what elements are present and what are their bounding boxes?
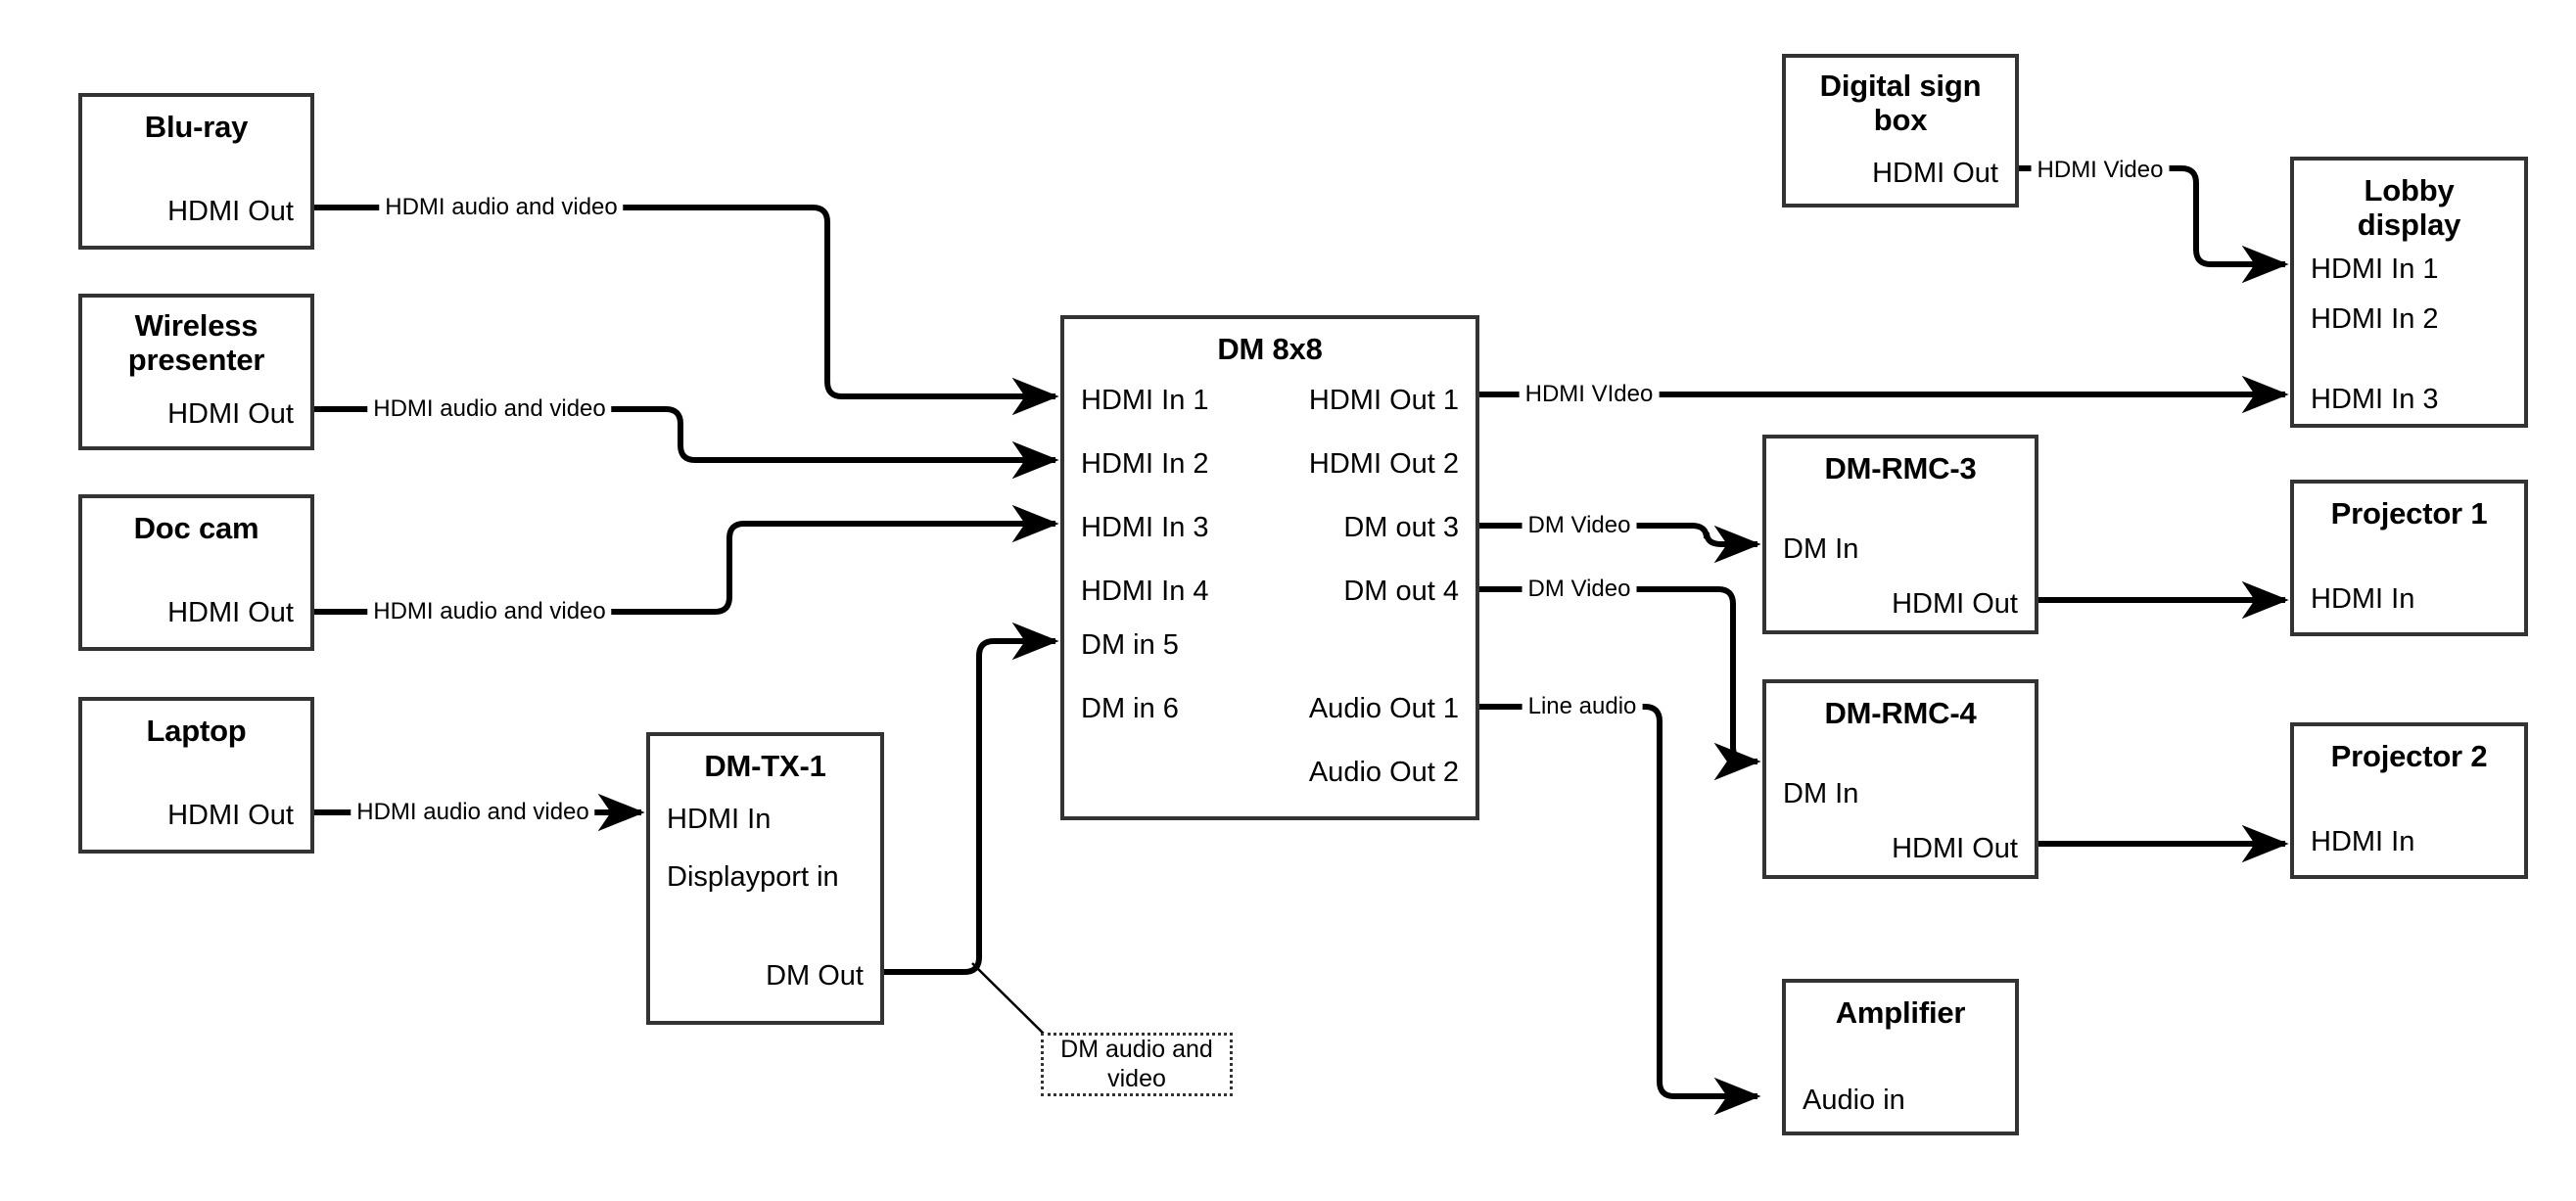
wire-label-doccam-to-dm8x8: HDMI audio and video: [367, 598, 612, 625]
node-laptop[interactable]: Laptop HDMI Out: [78, 697, 314, 854]
wire-label-signbox-to-lobby: HDMI Video: [2031, 157, 2170, 184]
node-dm-rmc-3[interactable]: DM-RMC-3 DM In HDMI Out: [1762, 435, 2038, 634]
node-dm-8x8-output-1: HDMI Out 1: [1308, 385, 1459, 416]
node-wireless-presenter-title: Wireless presenter: [127, 308, 265, 377]
node-dm-tx-1[interactable]: DM-TX-1 HDMI In Displayport in DM Out: [646, 732, 884, 1025]
wire-dm8x8-audio1-to-amp: [1479, 704, 1761, 1116]
node-dm-rmc-3-port-hdmi-out: HDMI Out: [1892, 588, 2018, 620]
node-dm-rmc-4-title: DM-RMC-4: [1824, 696, 1977, 730]
node-wireless-presenter-port-hdmi-out: HDMI Out: [167, 398, 294, 430]
node-dm-8x8-output-5: Audio Out 1: [1308, 693, 1459, 724]
node-dm-8x8-input-1: HDMI In 1: [1081, 385, 1209, 416]
wire-label-wireless-to-dm8x8: HDMI audio and video: [367, 395, 612, 423]
node-dm-8x8-output-4: DM out 4: [1343, 576, 1459, 607]
node-lobby-display-port-in3: HDMI In 3: [2311, 384, 2439, 415]
node-doc-cam-port-hdmi-out: HDMI Out: [167, 597, 294, 628]
wire-label-bluray-to-dm8x8: HDMI audio and video: [379, 194, 624, 221]
node-lobby-display-port-in1: HDMI In 1: [2311, 254, 2439, 285]
node-dm-rmc-4-port-dm-in: DM In: [1783, 778, 1859, 809]
node-projector-2-port-hdmi-in: HDMI In: [2311, 826, 2415, 857]
node-bluray-port-hdmi-out: HDMI Out: [167, 196, 294, 227]
node-digital-sign-box-title: Digital sign box: [1819, 69, 1982, 137]
node-dm-8x8-output-2: HDMI Out 2: [1308, 448, 1459, 480]
wire-label-dm8x8-out1-to-lobby: HDMI VIdeo: [1519, 381, 1660, 408]
wire-bluray-to-dm8x8: [314, 205, 1059, 416]
node-dm-8x8-output-6: Audio Out 2: [1308, 757, 1459, 788]
wire-label-laptop-to-dmtx1: HDMI audio and video: [351, 799, 595, 826]
node-dm-8x8-input-5: DM in 5: [1081, 629, 1179, 661]
node-bluray[interactable]: Blu-ray HDMI Out: [78, 93, 314, 250]
node-dm-8x8-input-4: HDMI In 4: [1081, 576, 1209, 607]
node-projector-1[interactable]: Projector 1 HDMI In: [2290, 480, 2528, 636]
node-lobby-display-title: Lobby display: [2357, 173, 2461, 242]
node-doc-cam-title: Doc cam: [133, 511, 259, 545]
wire-label-dm8x8-out3-to-rmc3: DM Video: [1522, 512, 1637, 539]
node-dm-rmc-3-title: DM-RMC-3: [1824, 451, 1977, 485]
node-projector-2-title: Projector 2: [2330, 739, 2488, 773]
node-dm-tx-1-title: DM-TX-1: [704, 749, 826, 783]
node-dm-tx-1-port-displayport-in: Displayport in: [667, 861, 839, 893]
node-dm-8x8-input-3: HDMI In 3: [1081, 512, 1209, 543]
node-laptop-title: Laptop: [146, 714, 247, 748]
node-projector-2[interactable]: Projector 2 HDMI In: [2290, 722, 2528, 879]
node-dm-rmc-4[interactable]: DM-RMC-4 DM In HDMI Out: [1762, 679, 2038, 879]
node-amplifier-port-audio-in: Audio in: [1803, 1085, 1905, 1116]
node-dm-rmc-4-port-hdmi-out: HDMI Out: [1892, 833, 2018, 864]
node-digital-sign-box-port-hdmi-out: HDMI Out: [1872, 158, 1998, 189]
node-amplifier[interactable]: Amplifier Audio in: [1782, 979, 2019, 1135]
node-projector-1-port-hdmi-in: HDMI In: [2311, 583, 2415, 615]
node-lobby-display[interactable]: Lobby display HDMI In 1 HDMI In 2 HDMI I…: [2290, 157, 2528, 428]
node-laptop-port-hdmi-out: HDMI Out: [167, 800, 294, 831]
node-digital-sign-box[interactable]: Digital sign box HDMI Out: [1782, 54, 2019, 208]
node-lobby-display-port-in2: HDMI In 2: [2311, 303, 2439, 335]
node-projector-1-title: Projector 1: [2330, 496, 2488, 531]
node-doc-cam[interactable]: Doc cam HDMI Out: [78, 494, 314, 651]
callout-leader-line: [971, 962, 1052, 1041]
wire-dmtx1-to-dm8x8: [884, 622, 1059, 975]
wire-label-dm8x8-audio1-to-amp: Line audio: [1522, 693, 1643, 720]
node-dm-8x8[interactable]: DM 8x8 HDMI In 1 HDMI In 2 HDMI In 3 HDM…: [1060, 315, 1479, 820]
node-dm-tx-1-port-dm-out: DM Out: [766, 960, 864, 992]
callout-dm-audio-and-video: DM audio and video: [1041, 1033, 1233, 1096]
node-amplifier-title: Amplifier: [1835, 995, 1966, 1030]
node-dm-tx-1-port-hdmi-in: HDMI In: [667, 804, 772, 835]
node-dm-8x8-output-3: DM out 3: [1343, 512, 1459, 543]
node-bluray-title: Blu-ray: [144, 110, 249, 144]
node-dm-8x8-input-6: DM in 6: [1081, 693, 1179, 724]
wire-dm8x8-out4-to-rmc4: [1479, 586, 1761, 781]
node-wireless-presenter[interactable]: Wireless presenter HDMI Out: [78, 294, 314, 450]
wire-label-dm8x8-out4-to-rmc4: DM Video: [1522, 576, 1637, 603]
node-dm-rmc-3-port-dm-in: DM In: [1783, 533, 1859, 565]
node-dm-8x8-title: DM 8x8: [1217, 332, 1323, 366]
node-dm-8x8-input-2: HDMI In 2: [1081, 448, 1209, 480]
